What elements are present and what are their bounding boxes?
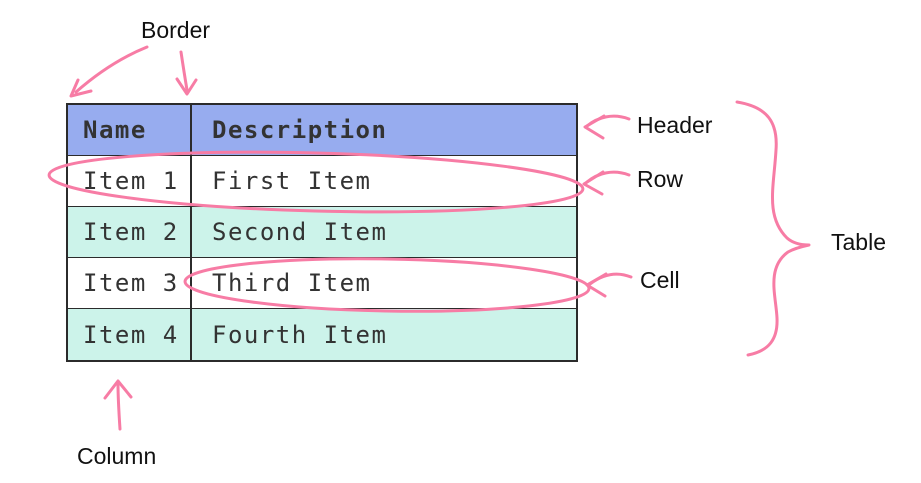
border-arrow-left: [74, 45, 149, 94]
header-arrow: [585, 114, 631, 128]
cell-arrow-head-icon: [585, 272, 608, 298]
row-label: Row: [637, 166, 684, 192]
header-cell-name: Name: [68, 105, 192, 156]
column-label: Column: [77, 443, 157, 469]
header-label: Header: [637, 112, 713, 138]
column-arrow-head-icon: [103, 379, 133, 400]
table-cell-row2-description: Second Item: [192, 207, 576, 258]
table-cell-row1-description: First Item: [192, 156, 576, 207]
border-arrow-down-head-icon: [175, 77, 198, 96]
cell-label: Cell: [640, 267, 680, 293]
table-cell-row3-description: Third Item: [192, 258, 576, 309]
border-arrow-left-head-icon: [69, 78, 93, 98]
cell-arrow: [588, 272, 633, 286]
border-label: Border: [141, 17, 211, 43]
table-brace: [735, 100, 811, 357]
row-arrow-head-icon: [582, 170, 605, 196]
header-arrow-head-icon: [583, 114, 606, 140]
table-cell-row4-name: Item 4: [68, 309, 192, 360]
table: Name Description Item 1 First Item Item …: [66, 103, 578, 362]
table-cell-row1-name: Item 1: [68, 156, 192, 207]
column-arrow: [116, 382, 122, 431]
table-label: Table: [831, 229, 886, 255]
header-cell-description: Description: [192, 105, 576, 156]
row-arrow: [585, 170, 631, 184]
table-cell-row3-name: Item 3: [68, 258, 192, 309]
table-cell-row4-description: Fourth Item: [192, 309, 576, 360]
border-arrow-down: [179, 50, 189, 92]
table-cell-row2-name: Item 2: [68, 207, 192, 258]
